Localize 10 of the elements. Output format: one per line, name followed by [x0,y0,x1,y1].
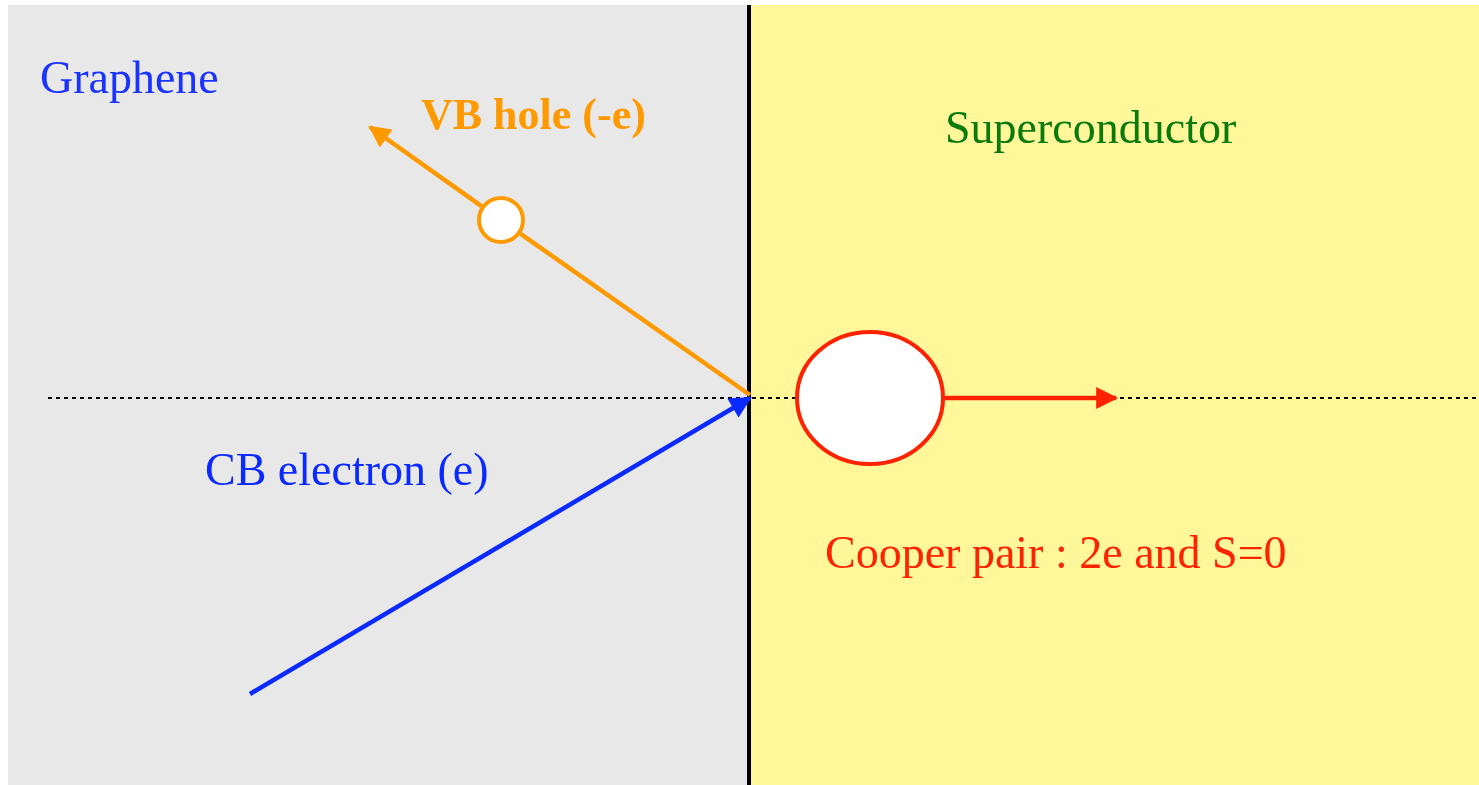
region-panel [750,5,1479,785]
arrow [368,125,483,208]
arrow [248,396,752,696]
particle-label: Cooper pair : 2e and S=0 [825,530,1287,576]
region-panel [8,5,748,785]
arrow [945,387,1119,409]
region-label: Superconductor [945,105,1237,151]
particle-label: VB hole (-e) [421,93,646,137]
particle-label: CB electron (e) [205,447,489,493]
region-label: Graphene [40,55,219,101]
